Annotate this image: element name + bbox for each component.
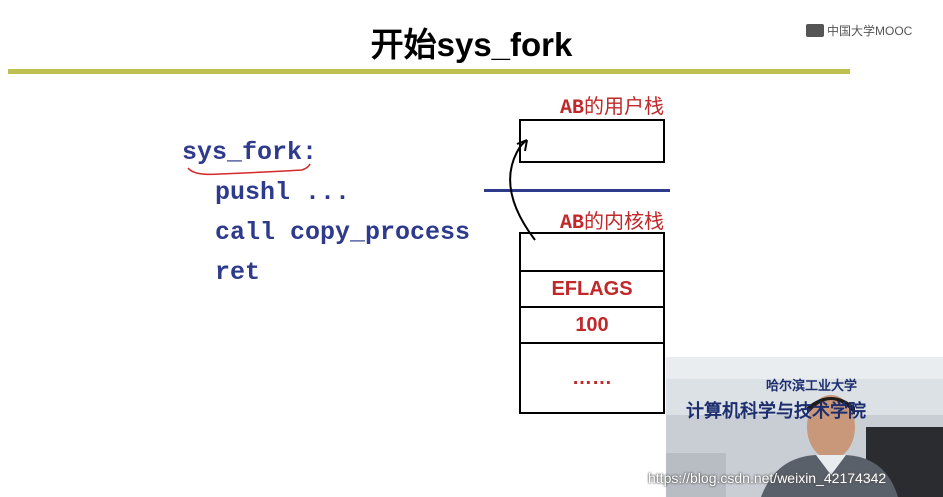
user-stack-label-suffix: 的用户栈 — [584, 94, 665, 118]
video-school-name: 哈尔滨工业大学 — [766, 379, 858, 394]
slide-title: 开始sys_fork — [370, 26, 573, 63]
user-kernel-divider — [484, 189, 670, 192]
underline-annotation — [187, 163, 311, 176]
lecturer-video: 哈尔滨工业大学 计算机科学与技术学院 — [666, 357, 943, 497]
mooc-logo-icon — [806, 24, 824, 37]
code-line-label: sys_fork: — [182, 138, 318, 167]
code-line-call: call copy_process — [215, 218, 471, 247]
lecturer-video-frame — [666, 357, 943, 497]
watermark-url: https://blog.csdn.net/weixin_42174342 — [648, 470, 887, 486]
brand-text: 中国大学MOOC — [827, 24, 913, 38]
kernel-stack-cell-eflags: EFLAGS — [519, 270, 665, 308]
user-stack-box — [519, 119, 665, 163]
kernel-stack-label-suffix: 的内核栈 — [584, 209, 665, 233]
kernel-stack-label: AB的内核栈 — [560, 205, 664, 235]
code-line-ret: ret — [215, 258, 261, 287]
user-stack-label: AB的用户栈 — [560, 90, 664, 120]
code-line-push: pushl ... — [215, 178, 351, 207]
video-banner-text: 计算机科学与技术学院 — [686, 401, 866, 422]
kernel-stack-label-prefix: AB — [560, 212, 585, 235]
kernel-stack-cell-ellipsis: …… — [519, 342, 665, 414]
user-stack-label-prefix: AB — [560, 97, 585, 120]
title-divider — [8, 69, 850, 74]
return-arrow-icon — [509, 139, 536, 241]
kernel-stack-cell-100: 100 — [519, 306, 665, 344]
brand-logo: 中国大学MOOC — [806, 22, 912, 39]
